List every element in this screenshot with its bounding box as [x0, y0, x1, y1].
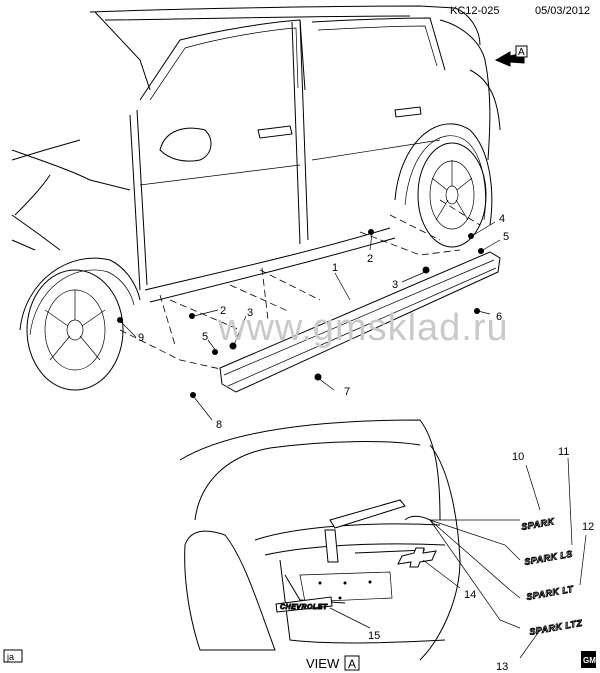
leader-lines-upper	[120, 221, 501, 421]
watermark-text: www.gmsklad.ru	[217, 307, 509, 349]
callout-7: 7	[344, 386, 350, 398]
callout-14: 14	[464, 589, 476, 601]
callout-13: 13	[496, 661, 508, 673]
callout-2-right: 2	[367, 253, 373, 265]
view-label-letter: A	[348, 657, 356, 671]
rocker-panel-molding	[219, 251, 501, 393]
front-wheel	[26, 269, 124, 391]
rear-wheel	[417, 142, 487, 248]
callout-10: 10	[512, 451, 524, 463]
rear-emblem-text: CHEVROLET	[280, 604, 328, 611]
callout-4: 4	[499, 213, 505, 225]
bowtie-emblem	[397, 547, 437, 568]
diagram-code: KC12-025	[450, 5, 500, 17]
callout-5-left: 5	[202, 331, 208, 343]
trim-badges: SPARK SPARK LS SPARK LT SPARK LTZ	[520, 516, 583, 638]
car-side-body	[11, 5, 501, 336]
badge-spark-ls: SPARK LS	[524, 549, 574, 567]
diagram-date: 05/03/2012	[535, 5, 590, 17]
callout-11: 11	[558, 446, 569, 458]
car-rear-body	[179, 419, 461, 661]
badge-spark: SPARK	[521, 516, 557, 532]
callout-9: 9	[138, 332, 144, 344]
leader-lines-lower	[329, 457, 587, 659]
view-label-prefix: VIEW	[306, 656, 340, 671]
callout-1: 1	[332, 262, 338, 274]
callout-labels: 1 2 2 3 3 4 5 5 6 7 8 9 10 11 12 13 14 1…	[138, 213, 594, 673]
callout-6: 6	[496, 311, 502, 323]
view-arrow-letter: A	[518, 47, 525, 58]
callout-12: 12	[582, 521, 594, 533]
fasteners	[117, 229, 484, 398]
callout-5-right: 5	[503, 231, 509, 243]
rear-nameplate-emblem: CHEVROLET	[275, 596, 333, 613]
view-label-box	[344, 655, 360, 671]
author-tag: ja	[6, 652, 14, 662]
callout-3-left: 3	[247, 307, 253, 319]
view-a-arrow-icon: A	[494, 45, 528, 67]
gm-logo-icon: GM	[581, 651, 596, 668]
badge-spark-lt: SPARK LT	[526, 584, 576, 602]
gm-logo-text: GM	[583, 656, 596, 665]
author-tag-box	[3, 649, 23, 663]
callout-8: 8	[216, 419, 222, 431]
projection-lines	[119, 199, 481, 371]
callout-3-right: 3	[392, 279, 398, 291]
callout-2-left: 2	[220, 305, 226, 317]
callout-15: 15	[368, 630, 380, 642]
